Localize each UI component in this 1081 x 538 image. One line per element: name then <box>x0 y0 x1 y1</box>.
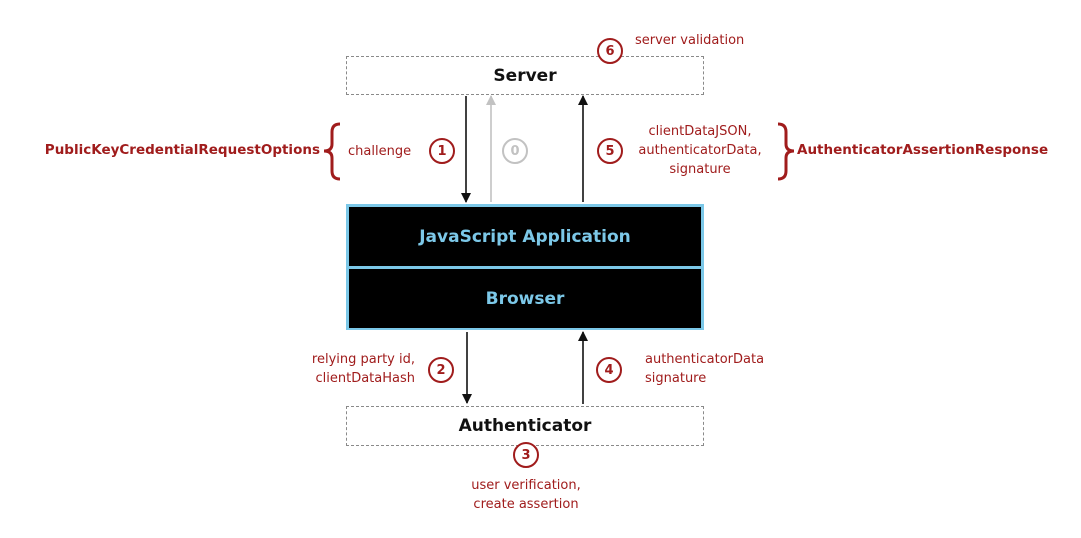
step-2-line-1: relying party id, <box>311 352 415 367</box>
browser-layer: Browser <box>349 269 701 328</box>
step-5-label: clientDataJSON, authenticatorData, signa… <box>630 122 770 179</box>
browser-title: Browser <box>485 288 565 309</box>
step-3-line-2: create assertion <box>473 497 579 512</box>
step-5-line-2: authenticatorData, <box>638 143 762 158</box>
request-options-label: PublicKeyCredentialRequestOptions <box>44 142 320 158</box>
step-5-line-3: signature <box>669 162 731 177</box>
authenticator-title: Authenticator <box>458 416 592 436</box>
authenticator-box: Authenticator <box>346 406 704 446</box>
step-0-badge: 0 <box>502 138 528 164</box>
step-1-badge: 1 <box>429 138 455 164</box>
layer-divider <box>349 266 701 269</box>
step-2-label: relying party id, clientDataHash <box>312 350 415 388</box>
step-4-badge: 4 <box>596 357 622 383</box>
step-4-label: authenticatorData signature <box>645 350 764 388</box>
server-box: Server <box>346 56 704 95</box>
step-2-line-2: clientDataHash <box>315 371 416 386</box>
step-4-line-2: signature <box>645 371 707 386</box>
step-1-label: challenge <box>348 144 412 159</box>
step-3-label: user verification, create assertion <box>446 476 606 514</box>
server-title: Server <box>493 65 557 86</box>
assertion-response-label: AuthenticatorAssertionResponse <box>797 142 1049 158</box>
right-brace <box>777 122 795 181</box>
javascript-application-layer: JavaScript Application <box>349 207 701 266</box>
step-6-badge: 6 <box>597 38 623 64</box>
left-brace <box>323 122 341 181</box>
step-2-badge: 2 <box>428 357 454 383</box>
step-6-label: server validation <box>635 33 745 48</box>
step-4-line-1: authenticatorData <box>645 352 765 367</box>
javascript-application-title: JavaScript Application <box>419 226 631 247</box>
step-5-badge: 5 <box>597 138 623 164</box>
step-3-badge: 3 <box>513 442 539 468</box>
step-3-line-1: user verification, <box>471 478 581 493</box>
client-stack: JavaScript Application Browser <box>346 204 704 330</box>
step-5-line-1: clientDataJSON, <box>648 124 752 139</box>
